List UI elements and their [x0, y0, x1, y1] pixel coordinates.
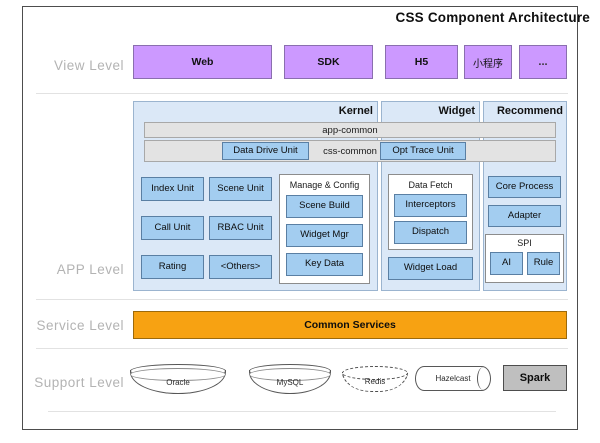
cylinder-dashed-icon	[342, 366, 408, 392]
kernel-unit-rating[interactable]: Rating	[141, 255, 204, 279]
level-label-view: View Level	[53, 58, 124, 73]
spi-item-ai[interactable]: AI	[490, 252, 523, 275]
support-label-oracle: Oracle	[166, 378, 190, 387]
datafetch-item-interceptors[interactable]: Interceptors	[394, 194, 467, 217]
view-item-miniprogram[interactable]: 小程序	[464, 45, 512, 79]
common-unit-data-drive[interactable]: Data Drive Unit	[222, 142, 309, 160]
kernel-unit-call[interactable]: Call Unit	[141, 216, 204, 240]
support-label-redis: Redis	[364, 377, 386, 386]
kernel-unit-scene[interactable]: Scene Unit	[209, 177, 272, 201]
group-title-manage-config: Manage & Config	[289, 180, 360, 190]
app-panel-header-recommend: Recommend	[496, 105, 563, 117]
cylinder-icon	[249, 364, 331, 394]
kernel-unit-index[interactable]: Index Unit	[141, 177, 204, 201]
view-item-web[interactable]: Web	[133, 45, 272, 79]
manage-item-widget-mgr[interactable]: Widget Mgr	[286, 224, 363, 247]
support-item-hazelcast[interactable]: Hazelcast	[415, 366, 491, 391]
app-panel-header-widget: Widget	[438, 105, 475, 117]
support-item-redis[interactable]: Redis	[342, 366, 408, 392]
manage-item-scene-build[interactable]: Scene Build	[286, 195, 363, 218]
kernel-unit-others[interactable]: <Others>	[209, 255, 272, 279]
recommend-item-core-process[interactable]: Core Process	[488, 176, 561, 198]
level-label-support: Support Level	[34, 375, 124, 390]
group-title-spi: SPI	[517, 238, 532, 248]
manage-item-key-data[interactable]: Key Data	[286, 253, 363, 276]
kernel-unit-rbac[interactable]: RBAC Unit	[209, 216, 272, 240]
recommend-item-adapter[interactable]: Adapter	[488, 205, 561, 227]
level-label-service: Service Level	[36, 318, 124, 333]
divider-support-bottom	[48, 411, 556, 412]
page-title: CSS Component Architecture	[395, 10, 590, 25]
cylinder-icon	[130, 364, 226, 394]
support-item-mysql[interactable]: MySQL	[249, 364, 331, 394]
support-label-mysql: MySQL	[276, 378, 304, 387]
divider-service-support	[36, 348, 568, 349]
datafetch-item-dispatch[interactable]: Dispatch	[394, 221, 467, 244]
common-bar-css-common: css-common	[144, 140, 556, 162]
view-item-more[interactable]: ...	[519, 45, 567, 79]
common-unit-opt-trace[interactable]: Opt Trace Unit	[380, 142, 466, 160]
view-item-sdk[interactable]: SDK	[284, 45, 373, 79]
service-bar-common-services[interactable]: Common Services	[133, 311, 567, 339]
widget-item-widget-load[interactable]: Widget Load	[388, 257, 473, 280]
app-panel-header-kernel: Kernel	[338, 105, 373, 117]
common-bar-app-common: app-common	[144, 122, 556, 138]
support-label-hazelcast: Hazelcast	[435, 374, 471, 383]
support-item-spark[interactable]: Spark	[503, 365, 567, 391]
support-item-oracle[interactable]: Oracle	[130, 364, 226, 394]
view-item-h5[interactable]: H5	[385, 45, 458, 79]
group-title-data-fetch: Data Fetch	[408, 180, 453, 190]
divider-view-app	[36, 93, 568, 94]
level-label-app: APP Level	[56, 262, 124, 277]
divider-app-service	[36, 299, 568, 300]
spi-item-rule[interactable]: Rule	[527, 252, 560, 275]
horizontal-cylinder-icon	[415, 366, 491, 391]
